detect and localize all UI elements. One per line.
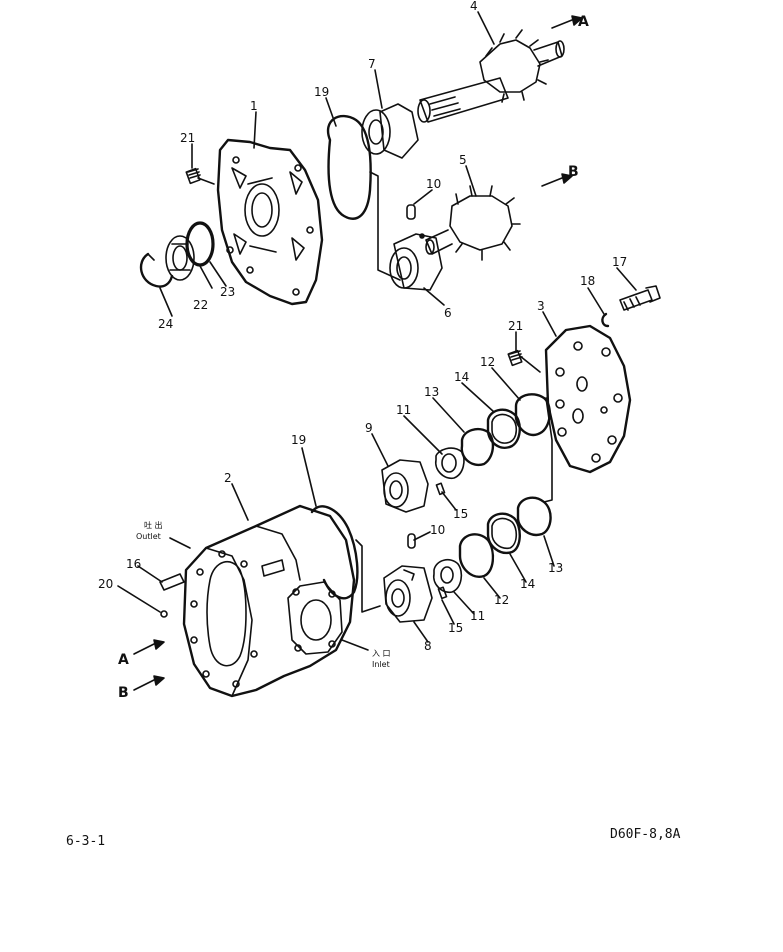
- dowel-pin-part-10-lower: [407, 533, 416, 549]
- seal-bearing-snapring-group: [139, 221, 215, 288]
- bushing-block-part-8: [383, 565, 433, 623]
- leader-lines: [117, 11, 637, 651]
- drive-gear-shaft-part: [417, 29, 565, 123]
- arrow-b-bottom: [133, 675, 165, 691]
- callout-6: 6: [444, 306, 452, 320]
- plug-part-21-lower: [507, 349, 523, 367]
- flow-label-b-top: B: [568, 164, 579, 180]
- arrow-a-top: [551, 15, 583, 29]
- plug-part-21-upper: [185, 167, 201, 185]
- callout-8: 8: [424, 639, 432, 653]
- callout-24: 24: [158, 317, 173, 331]
- pin-part-16: [159, 573, 185, 591]
- bushing-block-part-9: [381, 459, 429, 513]
- inlet-label: Inlet: [372, 660, 390, 669]
- pin-part-15-lower: [437, 586, 448, 600]
- callout-19-lower: 19: [291, 433, 306, 447]
- o-ring-part-19-upper: [326, 114, 401, 281]
- washer-part-18: [601, 312, 610, 328]
- ball-part-20: [160, 610, 168, 618]
- driven-gear-part-5: [425, 185, 521, 261]
- seal-stack-upper: [434, 393, 551, 480]
- callout-15-lower: 15: [448, 621, 463, 635]
- dowel-pin-part-10-upper: [406, 204, 416, 220]
- callout-18: 18: [580, 274, 595, 288]
- front-cover-part-1: [216, 138, 324, 306]
- callout-10-upper: 10: [426, 177, 441, 191]
- callout-23: 23: [220, 285, 235, 299]
- arrow-b-top: [541, 173, 573, 187]
- callout-15-upper: 15: [453, 507, 468, 521]
- callout-12-lower: 12: [494, 593, 509, 607]
- flow-label-a-top: A: [578, 14, 589, 30]
- outlet-kana-label: 吐 出: [144, 520, 163, 530]
- inlet-kana-label: 入 口: [372, 649, 391, 658]
- callout-16: 16: [126, 557, 141, 571]
- callout-7: 7: [368, 57, 376, 71]
- flow-label-a-bottom: A: [118, 652, 129, 668]
- callout-20: 20: [98, 577, 113, 591]
- callout-4: 4: [470, 0, 478, 13]
- callout-1: 1: [250, 99, 258, 113]
- callout-3: 3: [537, 299, 545, 313]
- assembly-guide-lines: [197, 177, 553, 503]
- flow-label-b-bottom: B: [118, 685, 129, 701]
- callout-2: 2: [224, 471, 232, 485]
- callout-13-upper: 13: [424, 385, 439, 399]
- bushing-block-part-6: [389, 233, 443, 291]
- callout-21-upper: 21: [180, 131, 195, 145]
- outlet-label: Outlet: [136, 532, 161, 541]
- callout-11-upper: 11: [396, 403, 411, 417]
- callout-12-upper: 12: [480, 355, 495, 369]
- callout-5: 5: [459, 153, 467, 167]
- callout-14-lower: 14: [520, 577, 535, 591]
- callout-14-upper: 14: [454, 370, 469, 384]
- model-code: D60F-8,8A: [610, 827, 681, 842]
- bushing-part-7: [361, 103, 419, 159]
- plate-part-11-lower: [432, 558, 463, 594]
- callout-13-lower: 13: [548, 561, 563, 575]
- pump-body-part-2: [182, 504, 356, 698]
- rear-cover-part-3: [544, 324, 632, 474]
- callout-11-lower: 11: [470, 609, 485, 623]
- page-number: 6-3-1: [66, 834, 105, 849]
- callout-22: 22: [193, 298, 208, 312]
- o-ring-part-19-lower: [310, 505, 381, 613]
- bolt-part-17: [619, 285, 661, 311]
- callout-21-lower: 21: [508, 319, 523, 333]
- callout-17: 17: [612, 255, 627, 269]
- callout-9: 9: [365, 421, 373, 435]
- callout-10-lower: 10: [430, 523, 445, 537]
- callout-19-upper: 19: [314, 85, 329, 99]
- arrow-a-bottom: [133, 639, 165, 655]
- seal-stack-lower: [458, 496, 552, 578]
